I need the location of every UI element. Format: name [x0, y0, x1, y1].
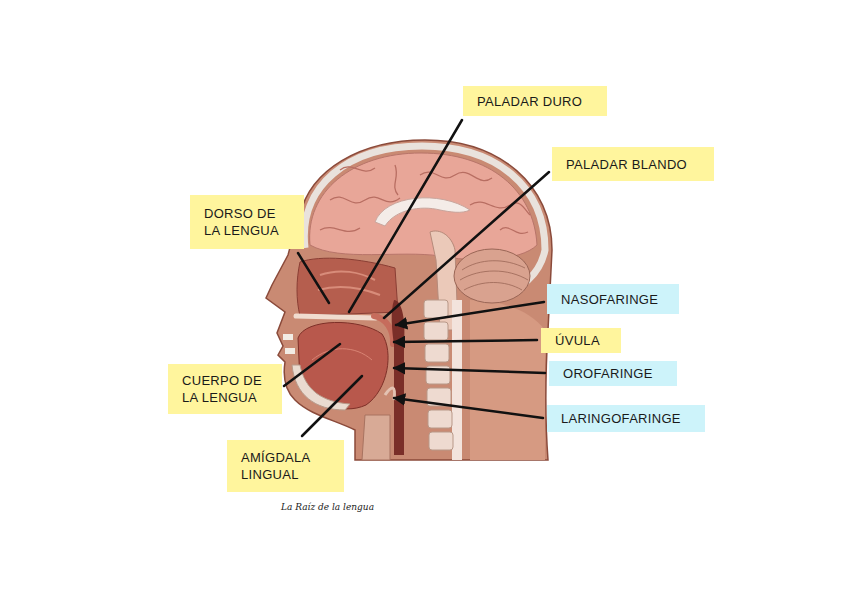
label-box: DORSO DE LA LENGUA — [190, 195, 304, 249]
label-box: PALADAR BLANDO — [552, 147, 714, 181]
label-text: DORSO DE LA LENGUA — [204, 205, 294, 239]
label-text: OROFARINGE — [563, 365, 653, 382]
upper-teeth — [283, 334, 293, 340]
label-box: OROFARINGE — [549, 361, 677, 386]
label-text: NASOFARINGE — [561, 291, 658, 308]
label-box: ÚVULA — [541, 328, 621, 353]
label-text: ÚVULA — [555, 332, 600, 349]
head-outline — [266, 140, 552, 460]
cerebellum — [454, 249, 530, 303]
label-text: AMÍGDALA LINGUAL — [241, 449, 331, 483]
label-box: LARINGOFARINGE — [547, 405, 705, 432]
label-text: LARINGOFARINGE — [561, 410, 681, 427]
label-box: NASOFARINGE — [547, 284, 679, 314]
brain-gyri — [320, 165, 530, 233]
neck-muscle — [470, 300, 545, 460]
nasal-cavity — [297, 258, 398, 316]
handwritten-note: La Raíz de la lengua — [281, 502, 374, 512]
label-box: CUERPO DE LA LENGUA — [168, 364, 282, 414]
mandible — [292, 365, 350, 410]
corpus-callosum — [375, 198, 470, 226]
label-text: PALADAR DURO — [477, 93, 582, 110]
label-text: PALADAR BLANDO — [566, 156, 687, 173]
brain — [310, 153, 537, 260]
label-text: CUERPO DE LA LENGUA — [182, 372, 272, 406]
larynx — [362, 415, 390, 460]
cerebellum-folia — [460, 261, 528, 290]
spine — [424, 300, 462, 460]
leader-lines — [284, 120, 549, 436]
label-box: AMÍGDALA LINGUAL — [227, 440, 344, 492]
lower-teeth — [285, 348, 295, 354]
hard-palate — [296, 316, 376, 318]
label-box: PALADAR DURO — [463, 86, 607, 116]
